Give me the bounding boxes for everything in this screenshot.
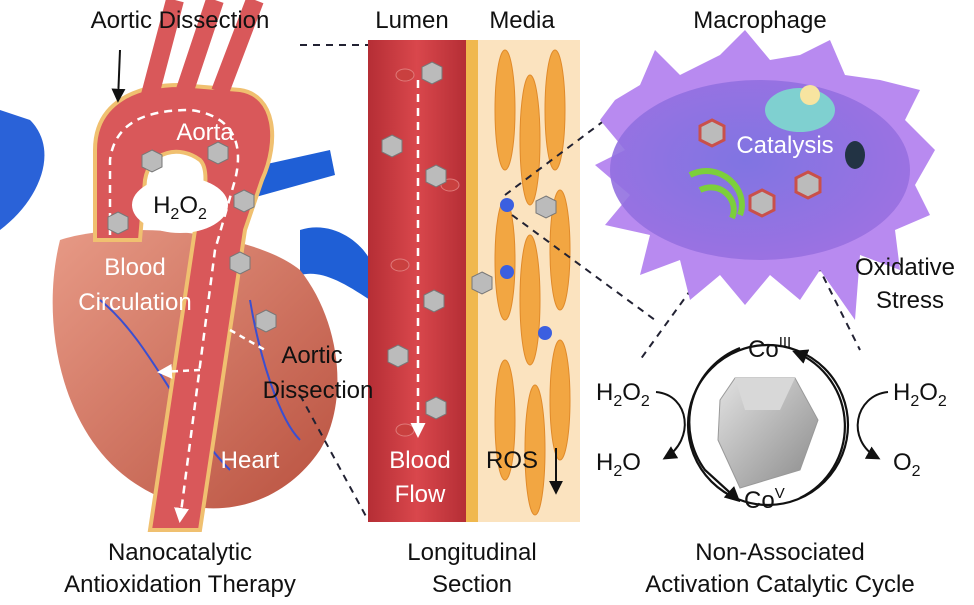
middle-caption-2: Section [432, 571, 512, 598]
catalytic-cycle [655, 343, 889, 507]
h2o-label: H2O [596, 449, 641, 480]
oxidative-stress-label-1: Oxidative [855, 254, 955, 281]
o2-label: O2 [893, 449, 921, 480]
blood-label: Blood [104, 254, 165, 281]
co-iii-label: CoIII [748, 334, 791, 363]
nanocatalyst-polyhedron [717, 377, 819, 489]
nanoparticles-left [107, 141, 277, 333]
left-caption-1: Nanocatalytic [108, 539, 252, 566]
aorta-label: Aorta [176, 119, 234, 146]
vein-right [300, 227, 370, 300]
vein-left [0, 110, 45, 230]
left-caption-2: Antioxidation Therapy [64, 571, 296, 598]
nanoparticles-lumen [381, 61, 557, 420]
h2o2-left-label: H2O2 [596, 379, 650, 410]
right-caption-1: Non-Associated [695, 539, 864, 566]
smooth-muscle-cells [494, 49, 571, 516]
catalysis-label: Catalysis [736, 132, 833, 159]
heart-illustration [0, 0, 370, 532]
h2o2-bubble [132, 177, 228, 233]
heart-label: Heart [221, 447, 280, 474]
macrophages-small [500, 198, 552, 340]
co-v-label: CoV [744, 485, 785, 514]
longitudinal-section [368, 40, 580, 522]
red-blood-cells [390, 68, 460, 437]
middle-caption-1: Longitudinal [407, 539, 536, 566]
h2o2-label: H2O2 [153, 192, 207, 223]
circulation-label: Circulation [78, 289, 191, 316]
right-caption-2: Activation Catalytic Cycle [645, 571, 914, 598]
h2o2-right-label: H2O2 [893, 379, 947, 410]
macrophage-label: Macrophage [693, 7, 826, 34]
aortic-dissection-label-2: Dissection [263, 377, 374, 404]
macrophage-illustration [595, 30, 935, 320]
oxidative-stress-label-2: Stress [876, 287, 944, 314]
blood-flow-label-2: Flow [395, 481, 446, 508]
media-label: Media [489, 7, 555, 34]
aortic-dissection-label-1: Aortic [281, 342, 342, 369]
left-title: Aortic Dissection [91, 7, 270, 34]
dissection-arrow [111, 49, 126, 103]
blood-flow-label-1: Blood [389, 447, 450, 474]
ros-label: ROS [486, 447, 538, 474]
lumen-label: Lumen [375, 7, 448, 34]
